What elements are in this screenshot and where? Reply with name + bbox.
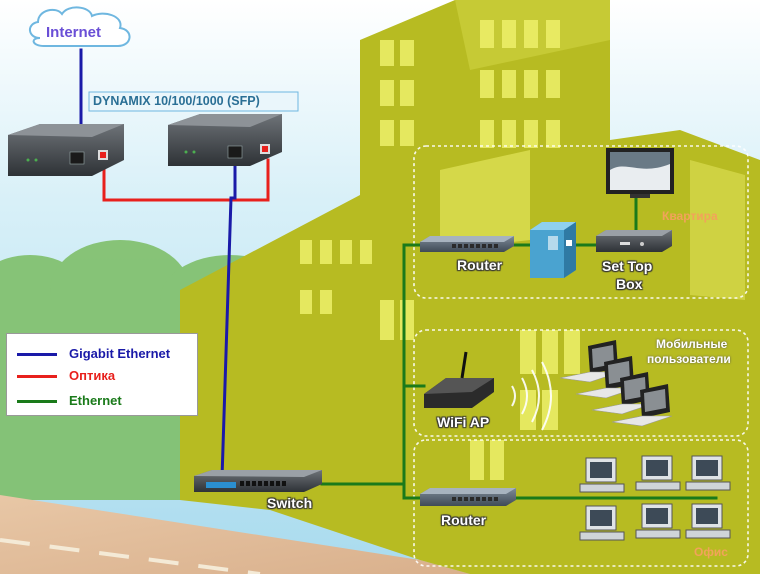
mobile-users-label-line2: пользователи <box>647 352 731 366</box>
legend-label-gigabit: Gigabit Ethernet <box>69 346 171 361</box>
legend-item-ethernet: Ethernet <box>7 392 197 410</box>
internet-label: Internet <box>46 24 102 41</box>
router-top-label: Router <box>457 257 503 273</box>
legend-item-gigabit: Gigabit Ethernet <box>7 345 197 363</box>
buildings <box>180 0 760 574</box>
desktop-pc-icon <box>579 457 625 493</box>
office-label: Офис <box>694 545 728 559</box>
modem-icon <box>530 222 576 278</box>
legend-item-fiber: Оптика <box>7 367 197 385</box>
zone-mobile-users <box>413 329 749 437</box>
desktop-pc-icon <box>635 503 681 539</box>
switch-label: Switch <box>267 495 313 511</box>
desktop-pc-icon <box>635 455 681 491</box>
media-converter-right-icon <box>168 114 282 166</box>
desktop-pc-icon <box>685 503 731 539</box>
link-gigabit-to-switch <box>220 160 237 480</box>
desktop-pc-icon <box>685 455 731 491</box>
converter-label: DYNAMIX 10/100/1000 (SFP) <box>93 94 260 108</box>
zone-office <box>413 439 749 567</box>
laptop-icon <box>611 384 673 427</box>
link-fiber <box>102 158 270 202</box>
legend-swatch-fiber <box>17 375 57 378</box>
wifi-signal-icon <box>511 361 552 431</box>
set-top-box-label-line2: Box <box>616 276 643 292</box>
legend-swatch-gigabit <box>17 353 57 356</box>
wifi-ap-label: WiFi AP <box>437 414 490 430</box>
zones <box>413 145 749 567</box>
switch-icon <box>194 470 322 492</box>
set-top-box-icon <box>596 230 672 252</box>
legend-swatch-ethernet <box>17 400 57 403</box>
internet-cloud-icon <box>29 6 131 47</box>
set-top-box-label-line1: Set Top <box>602 258 653 274</box>
router-bottom-icon <box>420 488 516 506</box>
legend-label-ethernet: Ethernet <box>69 393 122 408</box>
connections <box>79 48 718 500</box>
router-top-icon <box>420 236 514 252</box>
tv-icon <box>606 148 674 198</box>
media-converter-left-icon <box>8 124 124 176</box>
office-computers <box>579 455 731 541</box>
converter-label-box <box>88 91 299 112</box>
apartment-label: Квартира <box>662 209 718 223</box>
laptop-icons <box>559 340 673 427</box>
zone-apartment <box>413 145 749 299</box>
mobile-users-label-line1: Мобильные <box>656 337 728 351</box>
road-marking <box>0 538 261 574</box>
legend-label-fiber: Оптика <box>69 368 116 383</box>
router-bottom-label: Router <box>441 512 487 528</box>
legend: Gigabit Ethernet Оптика Ethernet <box>6 333 198 416</box>
wifi-ap-icon <box>424 351 494 408</box>
desktop-pc-icon <box>579 505 625 541</box>
